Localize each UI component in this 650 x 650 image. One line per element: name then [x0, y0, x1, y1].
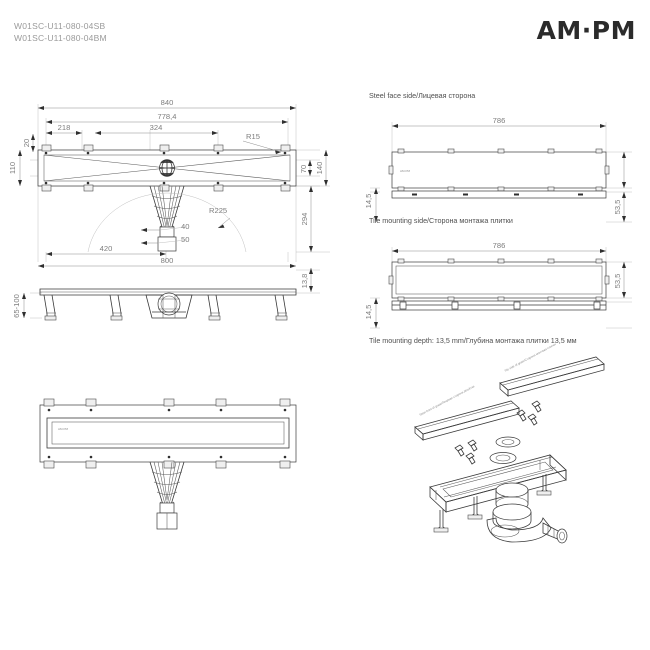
- dim-grate-width-steel: 53,5: [613, 200, 622, 215]
- dim-outlet-inner: 40: [181, 222, 189, 231]
- dim-bracket-spacing: 324: [150, 123, 163, 132]
- exploded-seal-rings: [489, 436, 521, 464]
- grate-clips-tile: [388, 258, 610, 302]
- dim-mounting-length: 800: [161, 256, 174, 265]
- product-code-list: W01SC-U11-080-04SB W01SC-U11-080-04BM: [14, 20, 107, 44]
- dim-outlet-position: 420: [100, 244, 113, 253]
- top-plan-view: 840 778,4 218 324 20 110 70 140 294: [8, 98, 330, 268]
- exploded-label-tile-side: Tile side of grate/Сторона монтажа плитк…: [504, 342, 557, 373]
- dim-grate-thickness-side: 13,8: [300, 274, 309, 289]
- dim-trap-radius: R225: [209, 206, 227, 215]
- mounting-tabs: [41, 144, 291, 192]
- adjustable-legs: [43, 294, 288, 321]
- grate-clips-steel: [388, 148, 610, 192]
- front-plan-view: AM·PM: [39, 398, 297, 530]
- exploded-grate-steel-side: [414, 400, 520, 441]
- exploded-assembly-view: Tile side of grate/Сторона монтажа плитк…: [414, 342, 605, 544]
- dim-grate-length-steel: 786: [493, 116, 506, 125]
- exploded-grate-tile-side: [499, 356, 605, 397]
- dim-corner-radius: R15: [246, 132, 260, 141]
- dim-grate-thickness-tile: 14,5: [364, 305, 373, 320]
- dim-channel-width: 70: [299, 165, 308, 173]
- dim-overall-length: 840: [161, 98, 174, 107]
- exploded-drain-trap: [486, 482, 568, 544]
- dim-trap-depth: 294: [300, 213, 309, 226]
- tile-mounting-side-view: Tile mounting side/Сторона монтажа плитк…: [364, 216, 632, 345]
- dim-grate-thickness-steel: 14,5: [364, 194, 373, 209]
- tile-mounting-title: Tile mounting side/Сторона монтажа плитк…: [369, 216, 513, 225]
- brand-logo: AM·PM: [536, 16, 636, 45]
- exploded-label-steel-side: Steel front of grate/Лицевая сторона реш…: [419, 384, 476, 417]
- product-code-secondary: W01SC-U11-080-04BM: [14, 33, 107, 43]
- dim-bracket-offset: 218: [58, 123, 71, 132]
- tile-mounting-depth-note: Tile mounting depth: 13,5 mm/Глубина мон…: [369, 336, 577, 345]
- steel-face-side-view: Steel face side/Лицевая сторона 786 53,5…: [364, 91, 632, 223]
- dim-grate-length-tile: 786: [493, 241, 506, 250]
- dim-outlet-outer: 50: [181, 235, 189, 244]
- grate-profile-marks-steel: [412, 193, 583, 196]
- front-drain-trap: [149, 461, 185, 530]
- side-elevation-view: 13,8 65-100: [12, 268, 320, 321]
- drain-trap-side: [145, 292, 193, 319]
- drain-outlet-symbol: [159, 159, 175, 177]
- drain-trap-top: [149, 185, 185, 252]
- dim-leg-height-range: 65-100: [12, 294, 21, 318]
- exploded-fasteners: [454, 400, 542, 465]
- dim-grate-width-tile: 53,5: [613, 274, 622, 289]
- grate-brand-mark-steel: AM·PM: [400, 169, 411, 173]
- grate-brand-mark-front: AM·PM: [58, 427, 69, 431]
- exploded-legs: [433, 474, 552, 533]
- product-code-primary: W01SC-U11-080-04SB: [14, 21, 106, 31]
- exploded-channel-body: [429, 454, 567, 513]
- grate-profile-clips-tile: [392, 301, 606, 310]
- dim-body-width: 140: [315, 162, 324, 175]
- front-mounting-tabs: [43, 398, 291, 469]
- dim-flange-top: 20: [22, 139, 31, 147]
- dim-overall-width: 110: [8, 162, 17, 174]
- steel-face-title: Steel face side/Лицевая сторона: [369, 91, 475, 100]
- dim-body-length: 778,4: [157, 112, 176, 121]
